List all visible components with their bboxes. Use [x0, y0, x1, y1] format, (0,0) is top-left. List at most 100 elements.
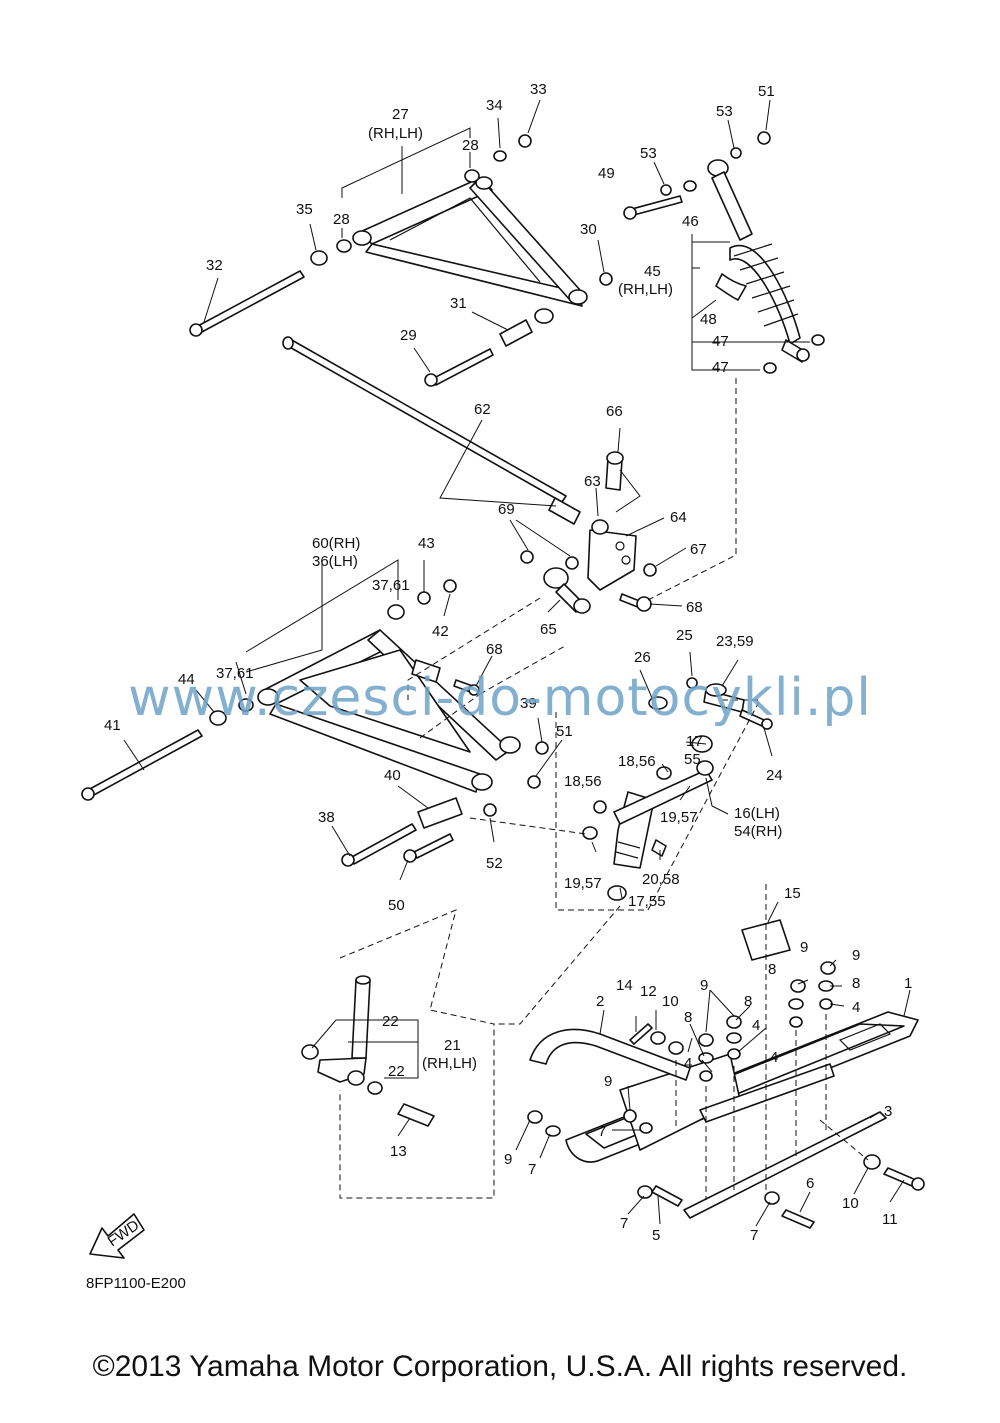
callout-9: 9 — [852, 947, 860, 964]
callout-15: 15 — [784, 885, 801, 902]
callout-7: 7 — [598, 1123, 606, 1140]
callout-17: 17 — [686, 733, 703, 750]
steering-shaft — [282, 336, 581, 525]
ski-hardware — [527, 961, 925, 1229]
callout-9: 9 — [504, 1151, 512, 1168]
callout-63: 63 — [584, 473, 601, 490]
callout-16: 16(LH) — [734, 805, 780, 822]
callout-5: 5 — [652, 1227, 660, 1244]
callout-7: 7 — [620, 1215, 628, 1232]
callout-9: 9 — [604, 1073, 612, 1090]
callout-44: 44 — [178, 671, 195, 688]
ski — [529, 919, 919, 1219]
callout-8: 8 — [684, 1009, 692, 1026]
callout-23-59: 23,59 — [716, 633, 754, 650]
callout-10: 10 — [662, 993, 679, 1010]
callout-37-61: 37,61 — [372, 577, 410, 594]
callout-20-58: 20,58 — [642, 871, 680, 888]
callout-53: 53 — [640, 145, 657, 162]
upper-a-arm — [352, 176, 588, 324]
callout-46: 46 — [682, 213, 699, 230]
callout-11: 11 — [882, 1211, 898, 1228]
callout-30: 30 — [580, 221, 597, 238]
callout-68: 68 — [686, 599, 703, 616]
callout-50: 50 — [388, 897, 405, 914]
callout-13: 13 — [390, 1143, 407, 1160]
callout-41: 41 — [104, 717, 121, 734]
callout-28: 28 — [462, 137, 479, 154]
callout-22: 22 — [388, 1063, 405, 1080]
callout-7: 7 — [528, 1161, 536, 1178]
callout-3: 3 — [884, 1103, 892, 1120]
callout-69: 69 — [498, 501, 515, 518]
callout-67: 67 — [690, 541, 707, 558]
callout-33: 33 — [530, 81, 547, 98]
callout-27-side: (RH,LH) — [368, 125, 423, 142]
callout-18-56: 18,56 — [564, 773, 602, 790]
callout-64: 64 — [670, 509, 687, 526]
ski-spindle — [301, 975, 435, 1127]
callout-55: 55 — [684, 751, 701, 768]
callout-8: 8 — [744, 993, 752, 1010]
callout-26: 26 — [634, 649, 651, 666]
callout-1: 1 — [904, 975, 912, 992]
callout-9: 9 — [800, 939, 808, 956]
callout-35: 35 — [296, 201, 313, 218]
fwd-arrow-icon: FWD — [89, 1213, 145, 1259]
callout-19-57: 19,57 — [660, 809, 698, 826]
callout-36: 36(LH) — [312, 553, 358, 570]
callout-51: 51 — [758, 83, 775, 100]
callout-40: 40 — [384, 767, 401, 784]
callout-39: 39 — [520, 695, 537, 712]
callout-52: 52 — [486, 855, 503, 872]
callout-37-61: 37,61 — [216, 665, 254, 682]
watermark: www.czesci-do-motocykli.pl — [128, 668, 872, 728]
callout-45-side: (RH,LH) — [618, 281, 673, 298]
callout-47: 47 — [712, 333, 729, 350]
callout-32: 32 — [206, 257, 223, 274]
callout-66: 66 — [606, 403, 623, 420]
callout-38: 38 — [318, 809, 335, 826]
callout-53: 53 — [716, 103, 733, 120]
callout-49: 49 — [598, 165, 615, 182]
callout-62: 62 — [474, 401, 491, 418]
callout-21: 21 — [444, 1037, 461, 1054]
callout-60: 60(RH) — [312, 535, 360, 552]
callout-17-55: 17,55 — [628, 893, 666, 910]
diagram-code: 8FP1100-E200 — [86, 1275, 186, 1292]
callout-9: 9 — [700, 977, 708, 994]
callout-47: 47 — [712, 359, 729, 376]
callout-4: 4 — [770, 1049, 778, 1066]
callout-48: 48 — [700, 311, 717, 328]
callout-2: 2 — [596, 993, 604, 1010]
callout-12: 12 — [640, 983, 657, 1000]
shock-absorber — [623, 131, 825, 374]
callout-68: 68 — [486, 641, 503, 658]
callout-34: 34 — [486, 97, 503, 114]
callout-8: 8 — [768, 961, 776, 978]
callout-19-57: 19,57 — [564, 875, 602, 892]
steering-bracket — [520, 451, 657, 614]
callout-18-56: 18,56 — [618, 753, 656, 770]
lower-a-arm — [81, 579, 549, 867]
callout-4: 4 — [752, 1017, 760, 1034]
callout-65: 65 — [540, 621, 557, 638]
callout-28: 28 — [333, 211, 350, 228]
callout-43: 43 — [418, 535, 435, 552]
callout-42: 42 — [432, 623, 449, 640]
callout-8: 8 — [852, 975, 860, 992]
callout-54: 54(RH) — [734, 823, 782, 840]
callout-14: 14 — [616, 977, 633, 994]
callout-10: 10 — [842, 1195, 859, 1212]
callout-22: 22 — [382, 1013, 399, 1030]
callout-27: 27 — [392, 106, 409, 123]
callout-51: 51 — [556, 723, 573, 740]
callout-29: 29 — [400, 327, 417, 344]
upper-arm-hardware — [189, 134, 613, 387]
callout-7: 7 — [750, 1227, 758, 1244]
callout-labels: 27 (RH,LH) 28 28 34 33 35 32 30 31 29 51… — [104, 81, 912, 1244]
callout-4: 4 — [684, 1055, 692, 1072]
callout-45: 45 — [644, 263, 661, 280]
callout-25: 25 — [676, 627, 693, 644]
